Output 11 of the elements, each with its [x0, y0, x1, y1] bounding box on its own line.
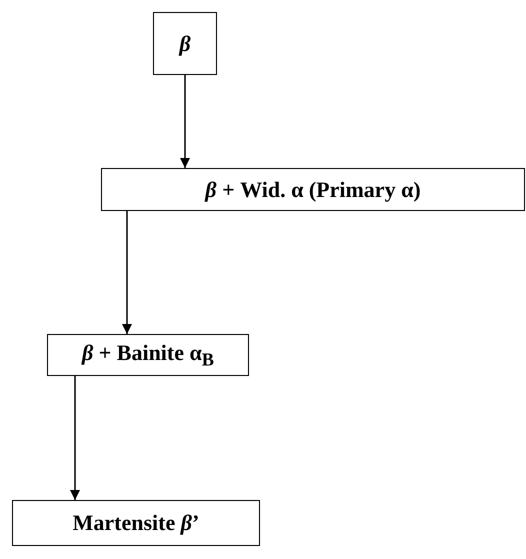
process-box: [47, 334, 249, 376]
box-label: β + Wid. α (Primary α): [205, 176, 421, 202]
arrow: [70, 376, 80, 500]
arrow: [122, 211, 132, 334]
box-label: β: [179, 30, 191, 56]
process-box: [12, 500, 260, 546]
box-label: Martensite β’: [72, 510, 200, 536]
process-box: [101, 168, 525, 211]
box-label: β + Bainite α$_{B}$: [82, 340, 214, 370]
process-box: [153, 12, 217, 75]
arrow: [180, 75, 190, 168]
